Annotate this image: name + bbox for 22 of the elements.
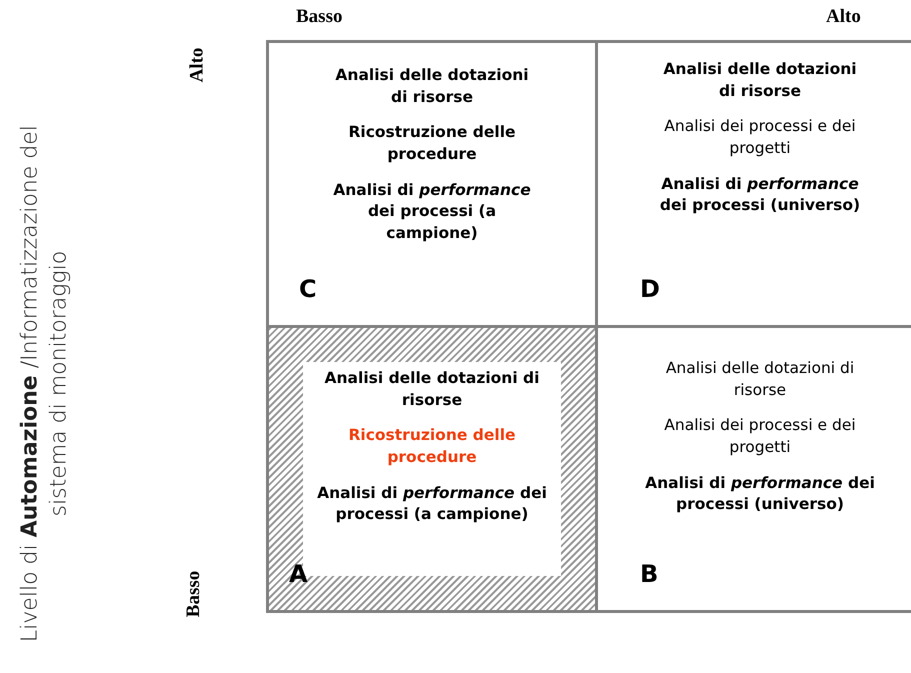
- quadrant-letter: D: [640, 275, 660, 303]
- quadrant-text: Analisi di performance dei processi (a campione): [332, 180, 532, 244]
- quadrant-text: Analisi delle dotazioni di risorse: [334, 65, 530, 108]
- quadrant-text: Analisi di performance dei processi (a campione): [316, 482, 548, 526]
- quadrant-letter: C: [299, 275, 317, 303]
- quadrant-text: Analisi dei processi e dei progetti: [663, 116, 857, 160]
- axis-level-label: Basso: [183, 570, 206, 618]
- axis-level-label: Basso: [296, 6, 342, 28]
- quadrant-text: Analisi di performance dei processi (universo): [644, 472, 876, 516]
- hatched-quadrant: [266, 325, 598, 613]
- axis-level-label: Alto: [186, 48, 208, 82]
- axis-level-label: Alto: [826, 6, 861, 28]
- quadrant-text: Ricostruzione delle procedure: [347, 425, 517, 468]
- quadrant-text: Analisi delle dotazioni di risorse: [664, 358, 856, 401]
- quadrant-letter: B: [640, 560, 658, 588]
- quadrant-text: Analisi delle dotazioni di risorse: [324, 368, 540, 411]
- quadrant-box: [266, 40, 598, 328]
- quadrant-letter: A: [289, 560, 308, 588]
- quadrant-text: Analisi dei processi e dei progetti: [663, 415, 857, 458]
- quadrant-text: Analisi delle dotazioni di risorse: [662, 59, 858, 102]
- quadrant-text: Ricostruzione delle procedure: [347, 122, 517, 166]
- quadrant-text: Analisi di performance dei processi (universo): [658, 174, 862, 216]
